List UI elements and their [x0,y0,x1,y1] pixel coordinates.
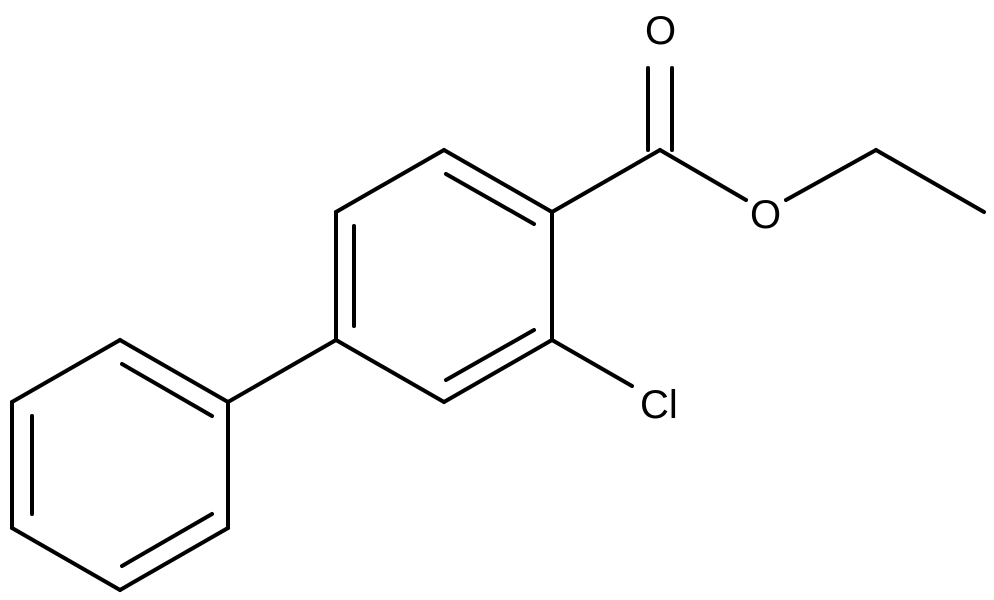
bond [334,148,446,214]
bond [10,526,122,592]
ring-link-bond [226,338,338,404]
c-cl-bond [550,338,634,388]
bond [118,338,230,404]
ring-carbonyl-bond [550,148,662,214]
ester-oxygen-label: O [750,193,781,237]
carbonyl-oxygen-label: O [645,9,676,53]
chlorine-label: Cl [640,383,678,427]
bond [334,338,446,404]
double-bond-inner [444,172,536,226]
ch2-ch3-bond [874,148,986,214]
bond [118,526,230,592]
double-bond-inner [120,362,214,418]
benzoate-ring [334,148,554,404]
double-bond-inner [120,512,214,568]
double-bond-inner [444,328,536,382]
o-ch2-bond [784,148,878,202]
c-o-single-bond [658,148,748,202]
phenyl-ring [10,338,230,592]
bond [442,338,554,404]
bond [10,338,122,404]
bond [442,148,554,214]
